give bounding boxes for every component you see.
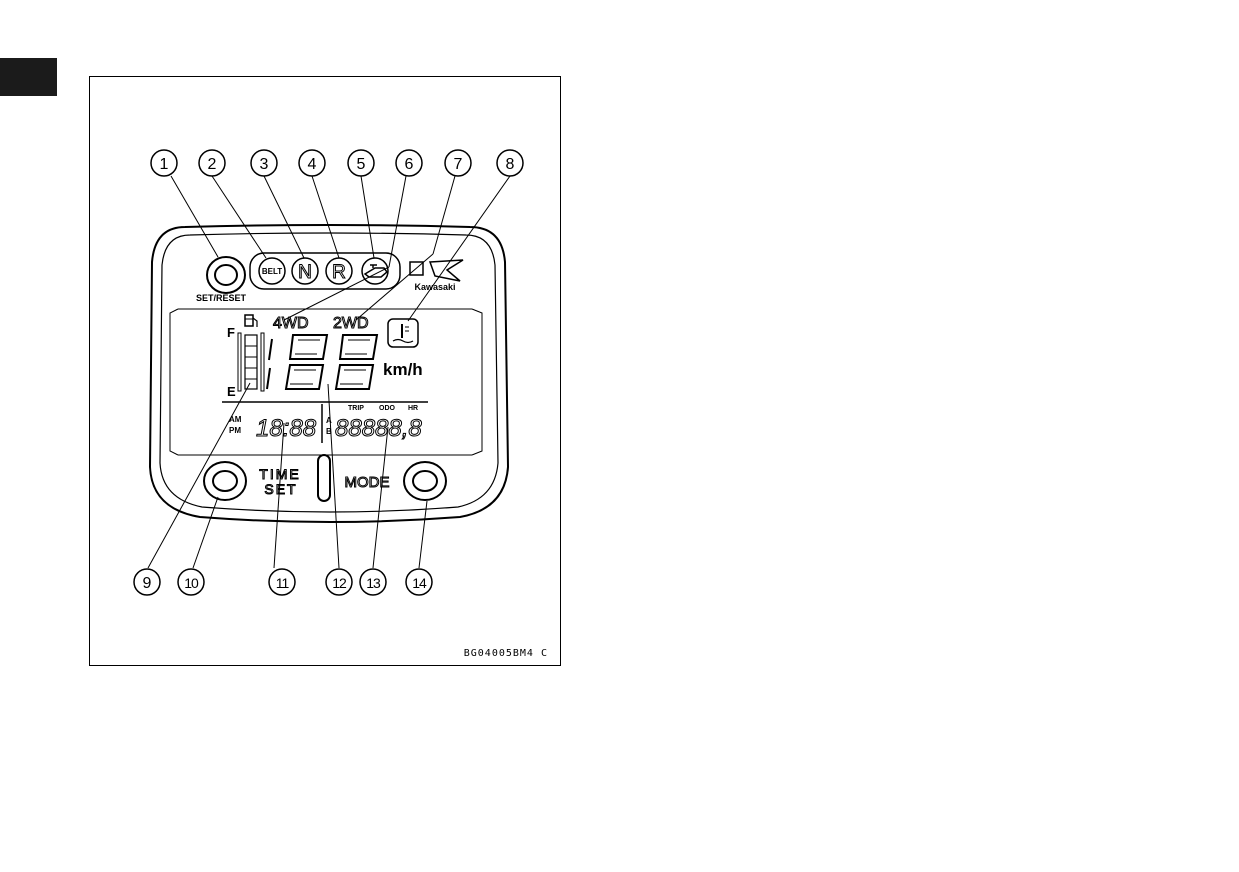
speed-unit-label: km/h: [383, 360, 423, 379]
fuel-pump-icon: [244, 314, 258, 327]
belt-label: BELT: [262, 267, 282, 276]
meter-housing-inner: [159, 232, 499, 513]
svg-text:12: 12: [332, 575, 347, 591]
mode-button[interactable]: [403, 461, 447, 501]
trip-label: TRIP: [348, 405, 364, 412]
four-wd-label: 4WD: [273, 315, 309, 332]
callout-11: 11: [268, 568, 296, 596]
am-label: AM: [229, 415, 242, 424]
reverse-label: R: [332, 262, 346, 283]
oil-can-icon: [363, 264, 389, 278]
meter-housing-outer: [148, 224, 510, 523]
svg-text:1: 1: [160, 156, 169, 173]
reverse-indicator: R: [325, 257, 353, 285]
odo-label: ODO: [379, 405, 396, 412]
callout-13: 13: [359, 568, 387, 596]
lcd-window-right: [471, 308, 483, 456]
svg-text:9: 9: [143, 575, 152, 592]
mode-label: MODE: [345, 474, 390, 491]
hr-label: HR: [408, 405, 418, 412]
lcd-window-left: [169, 308, 179, 456]
svg-text:4: 4: [308, 156, 317, 173]
figure-frame: SET/RESET BELT N R Kawasaki 4WD: [89, 76, 561, 666]
trip-a-label: A: [326, 416, 332, 425]
belt-indicator: BELT: [258, 257, 286, 285]
time-label: TIME: [259, 466, 300, 482]
callout-12: 12: [325, 568, 353, 596]
indicator-panel: [249, 252, 401, 290]
callout-5: 5: [347, 149, 375, 177]
square-indicator: [409, 261, 424, 276]
speed-digit-hundreds: [266, 338, 273, 390]
odometer-display: 88888,8: [335, 415, 422, 442]
set-reset-label: SET/RESET: [196, 293, 247, 303]
pm-label: PM: [229, 426, 241, 435]
callout-4: 4: [298, 149, 326, 177]
svg-text:13: 13: [366, 575, 381, 591]
trip-b-label: B: [326, 427, 332, 436]
two-wd-label: 2WD: [333, 315, 369, 332]
speed-digit-ones: [334, 334, 379, 390]
clock-display: 18:88: [256, 415, 317, 442]
svg-text:3: 3: [260, 156, 269, 173]
set-label: SET: [264, 481, 297, 497]
svg-text:11: 11: [276, 575, 290, 591]
callout-6: 6: [395, 149, 423, 177]
meter-illustration: SET/RESET BELT N R Kawasaki 4WD: [133, 149, 524, 596]
fuel-gauge: [237, 332, 265, 392]
section-tab: [0, 58, 57, 96]
svg-text:14: 14: [412, 575, 427, 591]
callout-3: 3: [250, 149, 278, 177]
set-reset-button[interactable]: [206, 256, 246, 294]
neutral-indicator: N: [291, 257, 319, 285]
center-slot: [317, 454, 331, 502]
speed-digit-tens: [284, 334, 329, 390]
fuel-empty-label: E: [227, 384, 236, 399]
coolant-temperature-icon: [387, 318, 419, 348]
fuel-full-label: F: [227, 325, 235, 340]
svg-text:10: 10: [184, 575, 199, 591]
svg-text:6: 6: [405, 156, 414, 173]
svg-text:2: 2: [208, 156, 217, 173]
svg-text:5: 5: [357, 156, 366, 173]
neutral-label: N: [298, 262, 312, 283]
time-set-button[interactable]: [203, 461, 247, 501]
callout-9: 9: [133, 568, 161, 596]
brand-label: Kawasaki: [414, 282, 455, 292]
oil-pressure-indicator: [361, 257, 389, 285]
kawasaki-logo-icon: [428, 259, 464, 282]
figure-code: BG04005BM4 C: [463, 648, 548, 659]
leader-lines: [147, 175, 511, 569]
callout-1: 1: [150, 149, 178, 177]
svg-text:7: 7: [454, 156, 463, 173]
callout-7: 7: [444, 149, 472, 177]
callout-10: 10: [177, 568, 205, 596]
svg-text:8: 8: [506, 156, 515, 173]
callout-8: 8: [496, 149, 524, 177]
callout-2: 2: [198, 149, 226, 177]
callout-14: 14: [405, 568, 433, 596]
